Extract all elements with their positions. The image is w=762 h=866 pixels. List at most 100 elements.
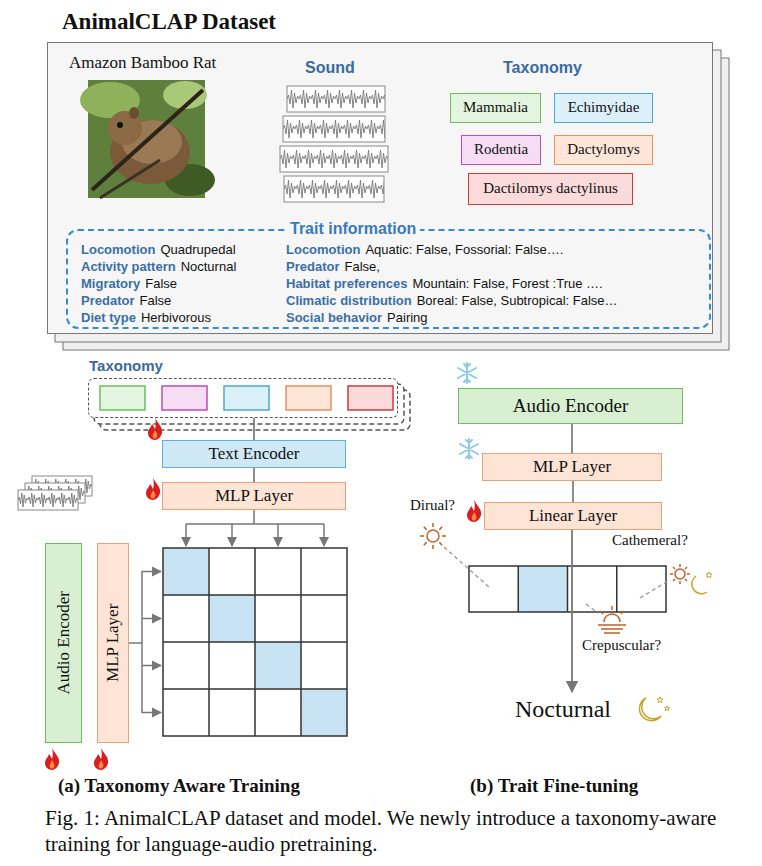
linear-layer: Linear Layer bbox=[484, 502, 662, 530]
sound-waveforms bbox=[280, 146, 388, 172]
frozen-snowflake bbox=[458, 363, 476, 383]
prediction-label: Nocturnal bbox=[515, 696, 611, 723]
trait-value: Aquatic: False, Fossorial: False…. bbox=[365, 243, 563, 258]
mlp-layer: MLP Layer bbox=[162, 482, 346, 510]
sunset-icon bbox=[600, 606, 624, 614]
similarity-matrix bbox=[163, 548, 347, 736]
similarity-matrix bbox=[301, 689, 347, 736]
sun-moon-icon bbox=[670, 564, 712, 594]
sun-moon-icon bbox=[692, 576, 707, 594]
block-label: MLP Layer bbox=[103, 604, 123, 682]
trait-value: False bbox=[145, 277, 177, 292]
connector-line bbox=[253, 468, 255, 482]
trait-value: Herbivorous bbox=[141, 311, 211, 326]
stack-heading: Taxonomy bbox=[89, 357, 163, 374]
taxonomy-color-box bbox=[100, 386, 393, 410]
frozen-snowflake bbox=[460, 439, 478, 459]
text-encoder: Text Encoder bbox=[162, 440, 346, 468]
moon-icon bbox=[640, 697, 670, 721]
trait-class-row bbox=[469, 566, 666, 612]
taxonomy-color-box bbox=[286, 386, 331, 410]
trait-key: Predator bbox=[81, 294, 134, 309]
sound-waveforms bbox=[287, 86, 385, 112]
animal-photo bbox=[80, 82, 140, 118]
input-waveforms bbox=[18, 490, 78, 510]
matrix-arrows bbox=[128, 571, 142, 713]
trait-class-row bbox=[518, 566, 567, 612]
animal-photo bbox=[92, 90, 203, 190]
connector-line bbox=[572, 481, 574, 502]
input-waveforms bbox=[18, 476, 92, 510]
trait-key: Climatic distribution bbox=[286, 294, 412, 309]
audio-encoder: Audio Encoder bbox=[45, 543, 82, 743]
trainable-flame bbox=[146, 478, 160, 500]
block-label: Text Encoder bbox=[209, 444, 300, 464]
taxon-name: Dactylomys bbox=[567, 141, 640, 158]
trait-key: Habitat preferences bbox=[286, 277, 407, 292]
trait-class-row bbox=[469, 566, 666, 612]
trait-class-row bbox=[518, 566, 617, 612]
trait-key: Locomotion bbox=[286, 243, 360, 258]
block-label: MLP Layer bbox=[215, 486, 293, 506]
mlp-layer: MLP Layer bbox=[482, 453, 662, 481]
similarity-matrix bbox=[163, 548, 209, 595]
output-arrow bbox=[571, 530, 573, 692]
animal-name: Amazon Bamboo Rat bbox=[69, 53, 216, 73]
matrix-arrows bbox=[142, 618, 161, 620]
trait-key: Activity pattern bbox=[81, 260, 176, 275]
sun-icon bbox=[420, 523, 446, 549]
section-label: Taxonomy bbox=[503, 59, 582, 77]
class-question: Crepuscular? bbox=[582, 637, 661, 654]
trainable-flame bbox=[45, 418, 481, 770]
trait-value: Mountain: False, Forest :True …. bbox=[412, 277, 602, 292]
sound-waveforms bbox=[280, 146, 388, 172]
leader-dashed bbox=[586, 604, 598, 613]
sun-icon bbox=[427, 530, 439, 542]
sound-waveforms bbox=[283, 116, 385, 142]
trait-heading: Trait information bbox=[286, 220, 420, 238]
taxon-box: Dactylomys bbox=[554, 135, 653, 165]
taxonomy-stack: Taxonomy bbox=[88, 378, 398, 418]
animal-photo bbox=[100, 160, 160, 198]
taxon-box: Dactilomys dactylinus bbox=[468, 173, 633, 205]
similarity-matrix bbox=[163, 548, 347, 736]
sun-moon-icon bbox=[670, 564, 690, 584]
block-label: Audio Encoder bbox=[513, 395, 629, 417]
animal-photo bbox=[129, 107, 139, 119]
matrix-arrows bbox=[186, 510, 324, 524]
trait-key: Diet type bbox=[81, 311, 136, 326]
similarity-matrix bbox=[163, 548, 347, 736]
trainable-flame bbox=[148, 418, 162, 440]
sunset-icon bbox=[604, 614, 620, 622]
taxonomy-color-box bbox=[162, 386, 207, 410]
taxonomy-stack-cards bbox=[88, 378, 398, 418]
matrix-arrows bbox=[323, 524, 325, 546]
input-waveforms bbox=[18, 490, 78, 510]
trait-value: Boreal: False, Subtropical: False… bbox=[417, 294, 618, 309]
trait-value: Pairing bbox=[387, 311, 427, 326]
matrix-arrows bbox=[142, 665, 161, 667]
moon-icon bbox=[657, 697, 663, 703]
animal-photo bbox=[80, 80, 215, 198]
matrix-arrows bbox=[277, 524, 279, 546]
block-label: Linear Layer bbox=[529, 506, 617, 526]
audio-encoder: Audio Encoder bbox=[458, 388, 683, 424]
matrix-arrows bbox=[231, 524, 233, 546]
similarity-matrix bbox=[209, 595, 255, 642]
trait-key: Social behavior bbox=[286, 311, 382, 326]
trait-value: False bbox=[139, 294, 171, 309]
trainable-flame bbox=[45, 748, 59, 770]
leader-dashed bbox=[640, 581, 668, 598]
dataset-panel: Amazon Bamboo RatMammaliaEchimyidaeRoden… bbox=[47, 42, 713, 334]
sound-waveforms bbox=[283, 116, 385, 142]
leader-dashed bbox=[444, 547, 490, 588]
class-question: Dirual? bbox=[410, 497, 455, 514]
dataset-cards bbox=[47, 42, 729, 350]
sound-waveforms bbox=[284, 176, 384, 202]
taxon-name: Echimyidae bbox=[568, 99, 640, 116]
trait-value: Nocturnal bbox=[181, 260, 237, 275]
taxonomy-color-box bbox=[348, 386, 393, 410]
similarity-matrix bbox=[163, 548, 347, 736]
connector-line bbox=[571, 424, 573, 453]
